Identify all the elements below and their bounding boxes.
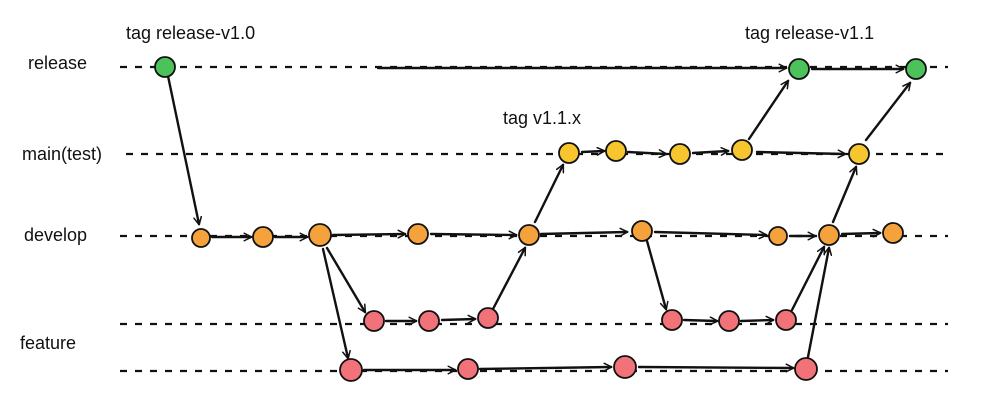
edge [747,79,790,141]
commit-feature[interactable] [457,358,479,380]
tag-label-release-v1-0: tag release-v1.0 [126,23,255,43]
commit-main[interactable] [848,143,870,165]
commit-develop[interactable] [308,223,332,247]
commit-feature[interactable] [718,310,740,332]
commit-feature[interactable] [363,310,385,332]
edge [806,246,833,359]
commit-feature[interactable] [613,355,637,379]
lane-label-main: main(test) [22,144,102,164]
commit-release[interactable] [154,56,176,78]
edge [831,165,858,224]
commit-main[interactable] [669,143,691,165]
edge [691,146,730,156]
edge [325,246,367,314]
commit-release[interactable] [788,58,810,80]
lane-label-release: release [28,53,87,73]
edges [166,63,912,375]
edge [440,314,477,324]
edge [864,81,912,142]
commit-feature[interactable] [418,310,440,332]
commit-main[interactable] [605,140,627,162]
edge [429,230,518,240]
commit-main[interactable] [558,142,580,164]
commit-feature[interactable] [661,309,683,331]
edge [682,316,719,326]
edge [790,245,826,312]
commit-feature[interactable] [339,358,363,382]
edge [321,247,351,360]
commit-develop[interactable] [818,224,840,246]
edge [533,163,565,224]
commit-release[interactable] [905,58,927,80]
lane-label-develop: develop [24,225,87,245]
edge [580,146,606,156]
tag-label-v1-1-x: tag v1.1.x [503,108,581,128]
edge [653,230,768,240]
commits [154,56,927,382]
edge [739,315,775,325]
tag-label-release-v1-1: tag release-v1.1 [745,23,874,43]
edge [539,227,629,237]
commit-develop[interactable] [882,222,904,244]
edge [645,239,669,311]
edge [491,246,527,311]
edge [840,228,882,238]
commit-feature[interactable] [775,309,797,331]
commit-develop[interactable] [518,224,540,246]
edge [637,363,795,373]
lane-label-feature: feature [20,333,76,353]
commit-develop[interactable] [407,223,429,245]
commit-feature[interactable] [794,357,818,381]
commit-main[interactable] [731,139,753,161]
edge [166,74,203,226]
commit-develop[interactable] [191,228,211,248]
edge [626,149,668,159]
edge [478,362,613,372]
commit-develop[interactable] [768,226,788,246]
commit-develop[interactable] [252,226,274,248]
commit-feature[interactable] [477,307,499,329]
edge [755,149,847,159]
edge [331,229,407,239]
commit-develop[interactable] [631,220,653,242]
